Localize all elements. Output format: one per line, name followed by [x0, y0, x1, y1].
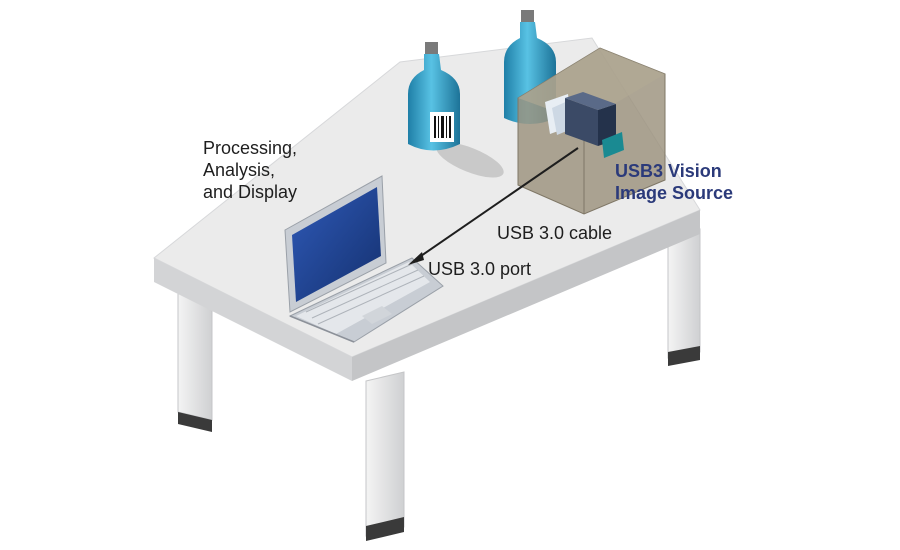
camera-icon	[545, 92, 624, 158]
usb-port-label: USB 3.0 port	[428, 259, 532, 279]
usb-cable	[408, 147, 579, 265]
image-source-line-1: USB3 Vision	[615, 161, 722, 181]
barcode-icon	[434, 116, 451, 138]
bottle-shadow	[436, 142, 504, 178]
image-source-line-2: Image Source	[615, 183, 734, 203]
laptop	[284, 175, 444, 343]
laptop-trackpad	[362, 306, 392, 324]
processing-line-1: Processing,	[203, 138, 298, 158]
laptop-screen	[292, 187, 381, 302]
table-leg-front	[365, 371, 405, 541]
image-source-label: USB3 Vision Image Source	[615, 160, 733, 204]
table-leg-back-right	[667, 228, 701, 366]
bottle-left	[408, 42, 460, 151]
processing-line-2: Analysis,	[203, 160, 276, 180]
usb-cable-label: USB 3.0 cable	[497, 223, 613, 243]
processing-line-3: and Display	[203, 182, 298, 202]
laptop-keyboard	[305, 263, 425, 325]
processing-label: Processing, Analysis, and Display	[203, 137, 297, 203]
